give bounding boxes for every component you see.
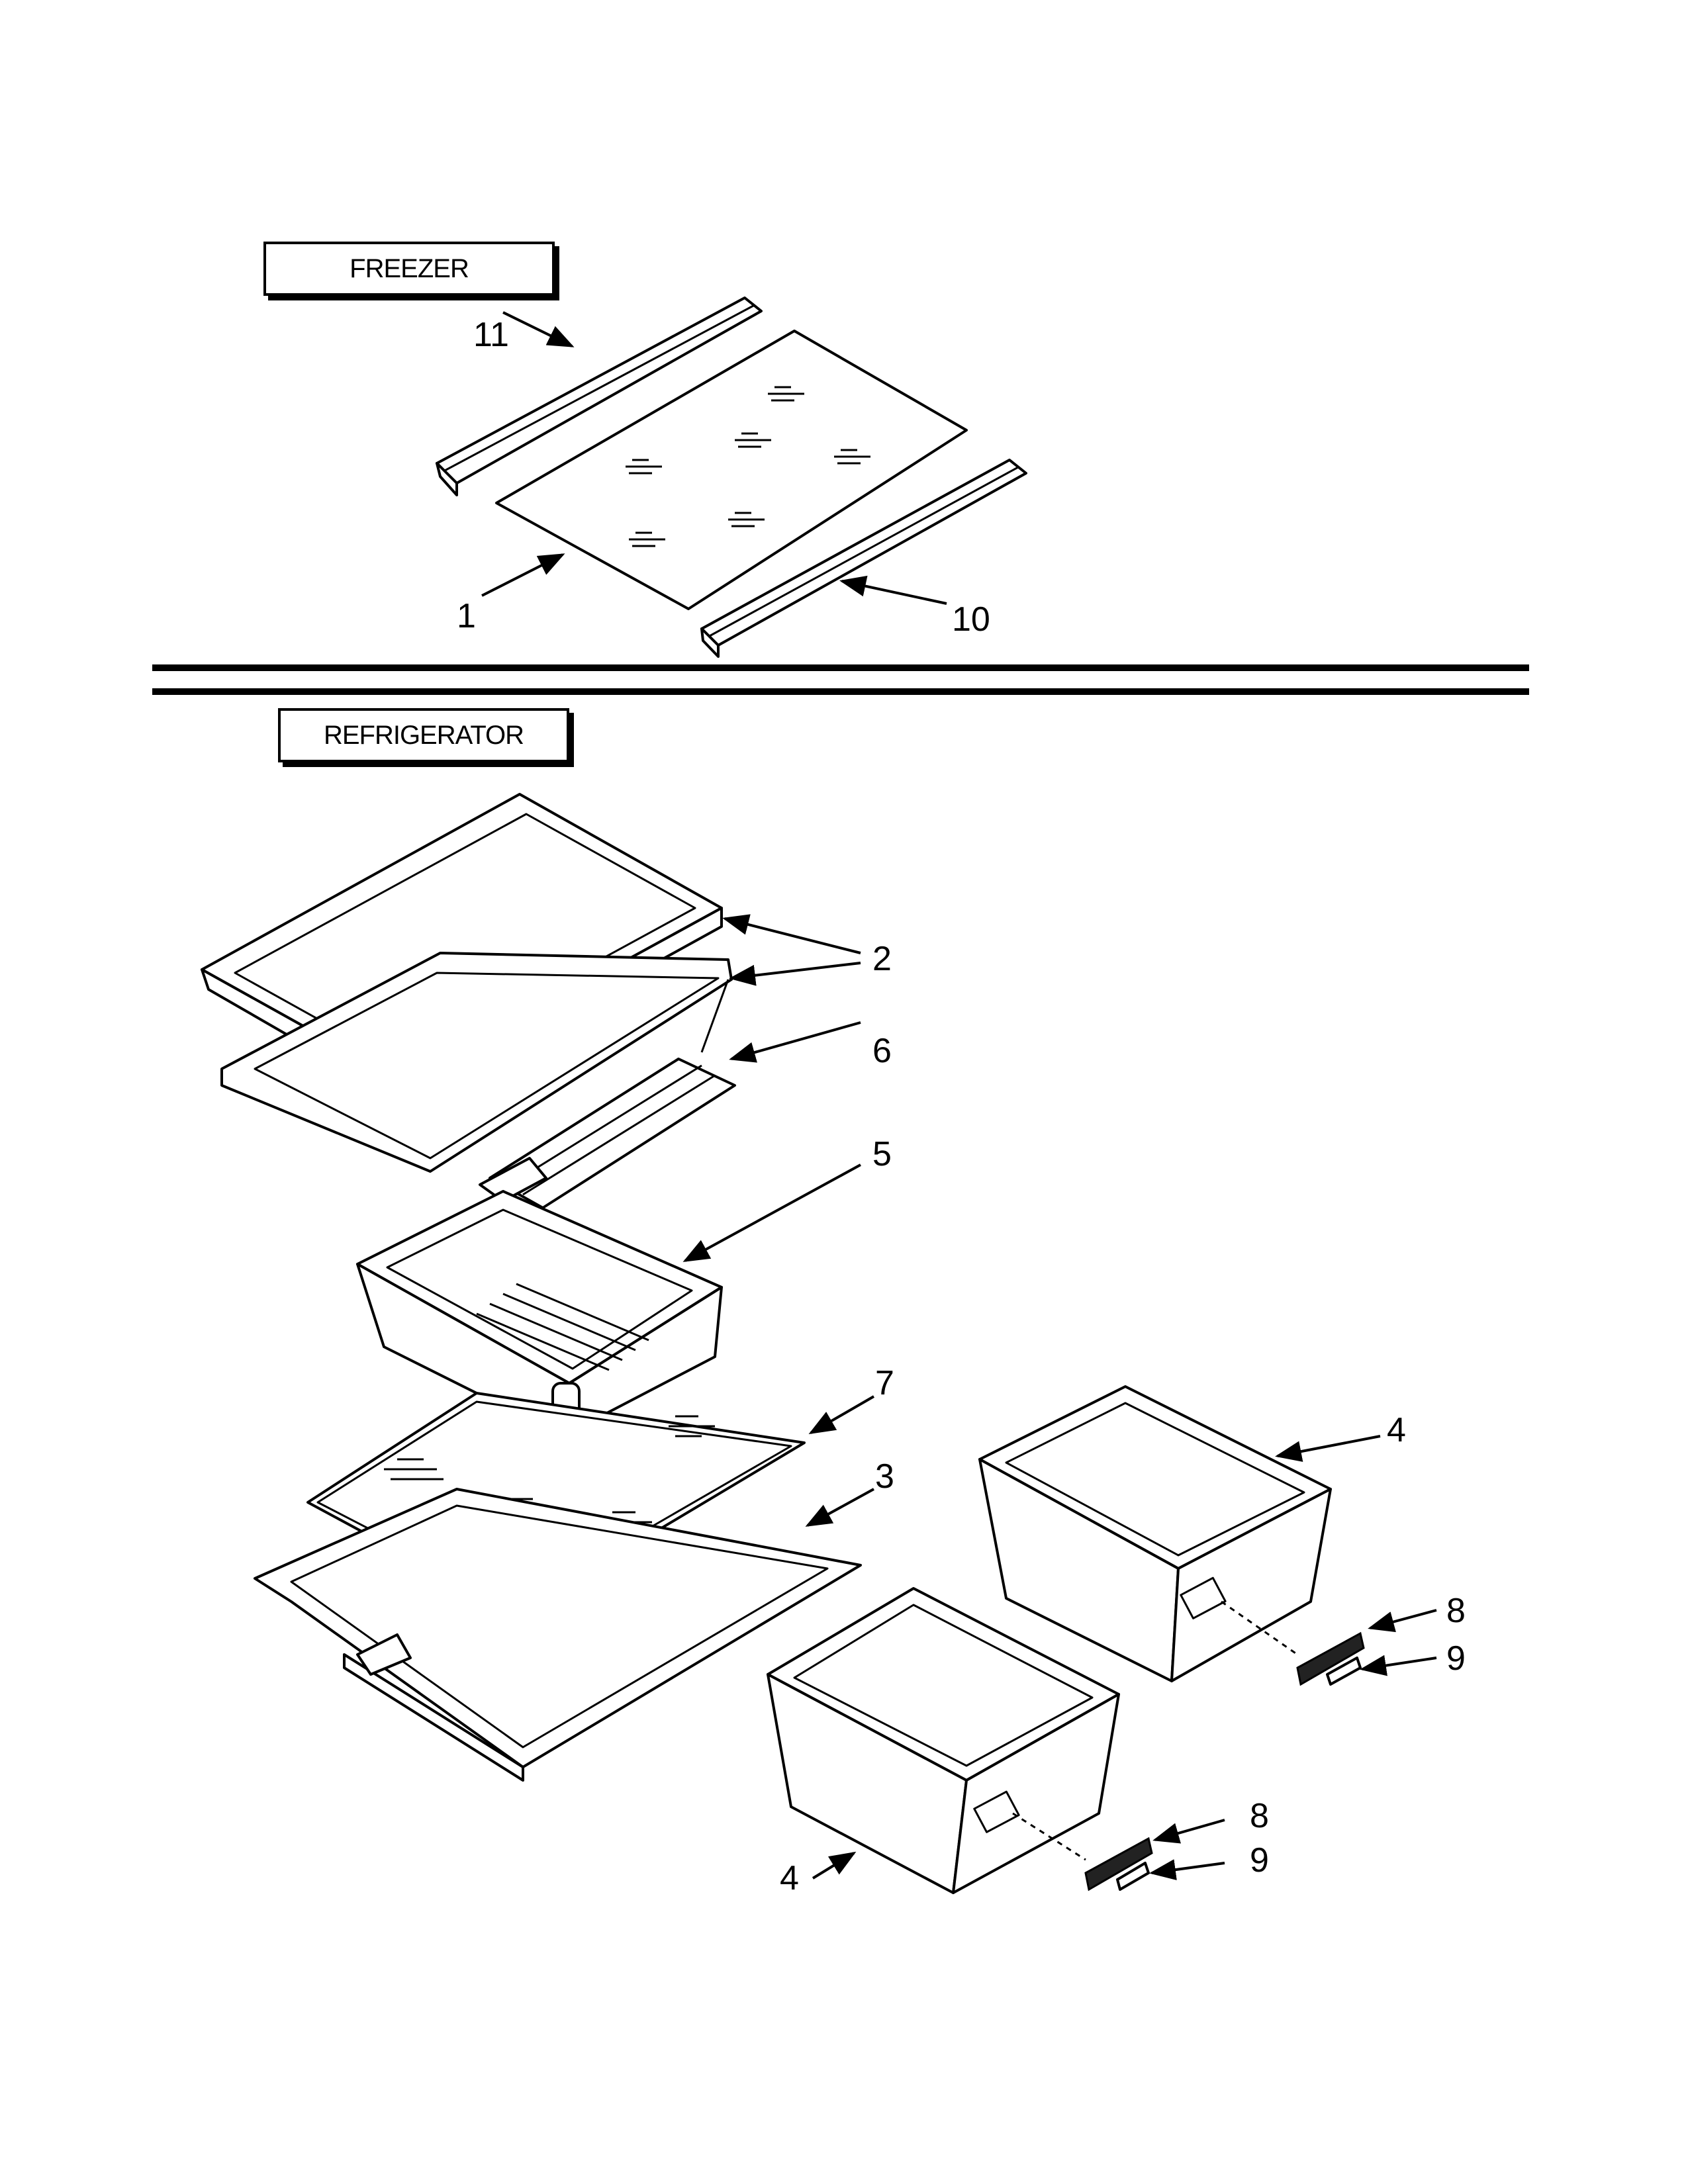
callout-9-lower: 9 xyxy=(1250,1841,1269,1880)
callout-7: 7 xyxy=(875,1364,894,1402)
callout-10: 10 xyxy=(952,600,990,639)
callout-8-upper: 8 xyxy=(1446,1592,1466,1630)
crisper-frame xyxy=(254,1488,862,1782)
callout-2: 2 xyxy=(872,940,892,978)
freezer-shelf-trim-rear xyxy=(436,296,763,496)
crisper-cover-rail xyxy=(479,1058,736,1209)
callout-6: 6 xyxy=(872,1032,892,1070)
drawer-ribs xyxy=(476,1283,649,1371)
callout-4-upper: 4 xyxy=(1387,1411,1406,1449)
humidity-control-upper xyxy=(1221,1600,1365,1686)
freezer-section-tag: FREEZER xyxy=(263,242,555,296)
freezer-shelf-trim-front xyxy=(700,459,1027,658)
callout-1: 1 xyxy=(457,597,476,635)
callout-5: 5 xyxy=(872,1135,892,1173)
refrigerator-section-label: REFRIGERATOR xyxy=(323,720,524,750)
callout-9-upper: 9 xyxy=(1446,1639,1466,1678)
section-divider-upper xyxy=(152,664,1529,671)
freezer-section-label: FREEZER xyxy=(350,253,469,283)
humidity-control-lower xyxy=(1012,1812,1153,1891)
section-divider-lower xyxy=(152,688,1529,695)
glass-etch-marks xyxy=(626,386,870,547)
deli-drawer xyxy=(356,1190,723,1461)
callout-11: 11 xyxy=(473,316,509,354)
callout-4-lower: 4 xyxy=(780,1859,799,1897)
callout-3: 3 xyxy=(875,1457,894,1496)
crisper-drawer-right xyxy=(978,1385,1332,1682)
crisper-drawer-left xyxy=(767,1587,1120,1894)
refrigerator-section-tag: REFRIGERATOR xyxy=(278,708,569,762)
freezer-glass-shelf xyxy=(495,330,968,610)
callout-8-lower: 8 xyxy=(1250,1797,1269,1835)
